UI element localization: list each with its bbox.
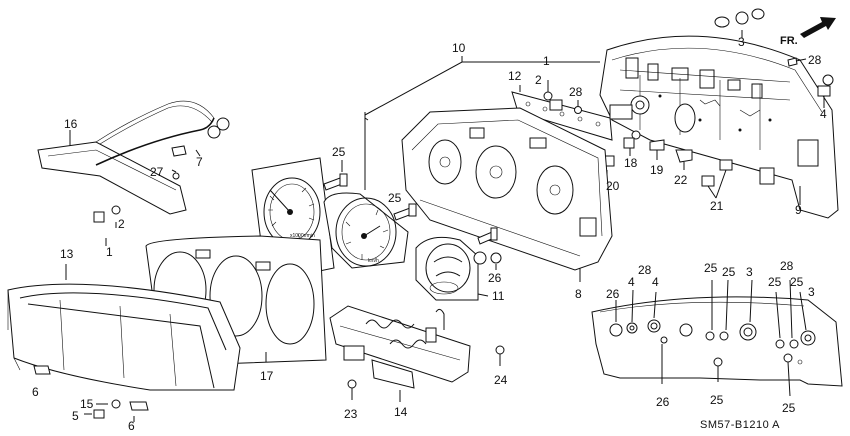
front-direction-arrow: FR. [780, 17, 836, 47]
callout-25-inset-e: 25 [710, 393, 724, 407]
socket-2-left [93, 205, 121, 246]
screw-26-mid [490, 252, 502, 270]
speedo-unit-label: km/h [368, 258, 379, 264]
fuel-temp-unit-11 [415, 236, 489, 301]
screw-25-a [323, 160, 348, 191]
callout-28-inset-b: 28 [780, 259, 794, 273]
speedometer-gauge: km/h [323, 192, 409, 269]
callout-1-left: 1 [106, 245, 113, 259]
callout-27: 27 [150, 165, 164, 179]
callout-11: 11 [492, 289, 505, 303]
callout-4-inset-a: 4 [628, 275, 635, 289]
callout-1-top: 1 [543, 54, 550, 68]
callout-24: 24 [494, 373, 508, 387]
callout-12: 12 [508, 69, 522, 83]
screw-25-c [477, 227, 498, 245]
wire-harness-16 [37, 100, 230, 215]
callout-25-b: 25 [388, 191, 402, 205]
callout-25-inset-d: 25 [790, 275, 804, 289]
callout-2-top: 2 [535, 73, 542, 87]
callout-10: 10 [452, 41, 466, 55]
callout-28-right: 28 [808, 53, 822, 67]
callout-22: 22 [674, 173, 688, 187]
screw-23 [347, 379, 357, 400]
callout-23: 23 [344, 407, 358, 421]
callout-25-inset-c: 25 [768, 275, 782, 289]
tach-unit-label: x1000r/min [290, 233, 315, 239]
screw-28-top [574, 100, 582, 114]
callout-7: 7 [196, 155, 203, 169]
callout-17: 17 [260, 369, 274, 383]
callout-19: 19 [650, 163, 664, 177]
bulb-5 [84, 409, 105, 419]
clip-6-a [33, 365, 51, 375]
group-bracket-10 [364, 56, 600, 190]
screw-25-b [393, 203, 417, 221]
printed-circuit-housing [599, 35, 839, 219]
callout-25-a: 25 [332, 145, 346, 159]
callout-28-inset-a: 28 [638, 263, 652, 277]
callout-6-b: 6 [128, 419, 135, 433]
callout-4-inset-b: 4 [652, 275, 659, 289]
callout-3-top: 3 [738, 35, 745, 49]
circuit-assembly-14 [329, 305, 471, 402]
callout-3-inset-b: 3 [808, 285, 815, 299]
callout-2-left: 2 [118, 217, 125, 231]
callout-5: 5 [72, 409, 79, 423]
clip-6-b [129, 401, 149, 422]
fr-label: FR. [780, 35, 798, 47]
callout-8: 8 [575, 287, 582, 301]
bulb-22 [675, 149, 693, 170]
callout-20: 20 [606, 179, 620, 193]
callout-3-inset-a: 3 [746, 265, 753, 279]
callout-25-inset-f: 25 [782, 401, 796, 415]
callout-13: 13 [60, 247, 74, 261]
callout-18: 18 [624, 156, 638, 170]
callout-4-right: 4 [820, 107, 827, 121]
callout-26-inset-b: 26 [656, 395, 670, 409]
socket-4-right [817, 74, 834, 108]
screw-28-right [787, 57, 807, 67]
screw-2-top [543, 80, 553, 101]
bulb-15 [96, 399, 121, 409]
bulb-21 [701, 159, 733, 199]
reference-code: SM57-B1210 A [700, 419, 780, 431]
callout-15: 15 [80, 397, 94, 411]
callout-25-inset-b: 25 [722, 265, 736, 279]
callout-26-mid: 26 [488, 271, 502, 285]
bulb-19 [649, 139, 665, 160]
callout-9: 9 [795, 203, 802, 217]
callout-28-top: 28 [569, 85, 583, 99]
bulb-18 [623, 130, 641, 156]
callout-6-a: 6 [32, 385, 39, 399]
callout-21: 21 [710, 199, 724, 213]
screw-27 [171, 169, 180, 180]
bulb-3-top [714, 8, 765, 38]
callout-16: 16 [64, 117, 78, 131]
callout-26-inset-a: 26 [606, 287, 620, 301]
callout-14: 14 [394, 405, 408, 419]
bulb-7 [171, 145, 201, 157]
callout-25-inset-a: 25 [704, 261, 718, 275]
meter-case-8 [401, 107, 613, 282]
rear-view-inset [591, 279, 843, 397]
screw-24 [495, 345, 505, 366]
